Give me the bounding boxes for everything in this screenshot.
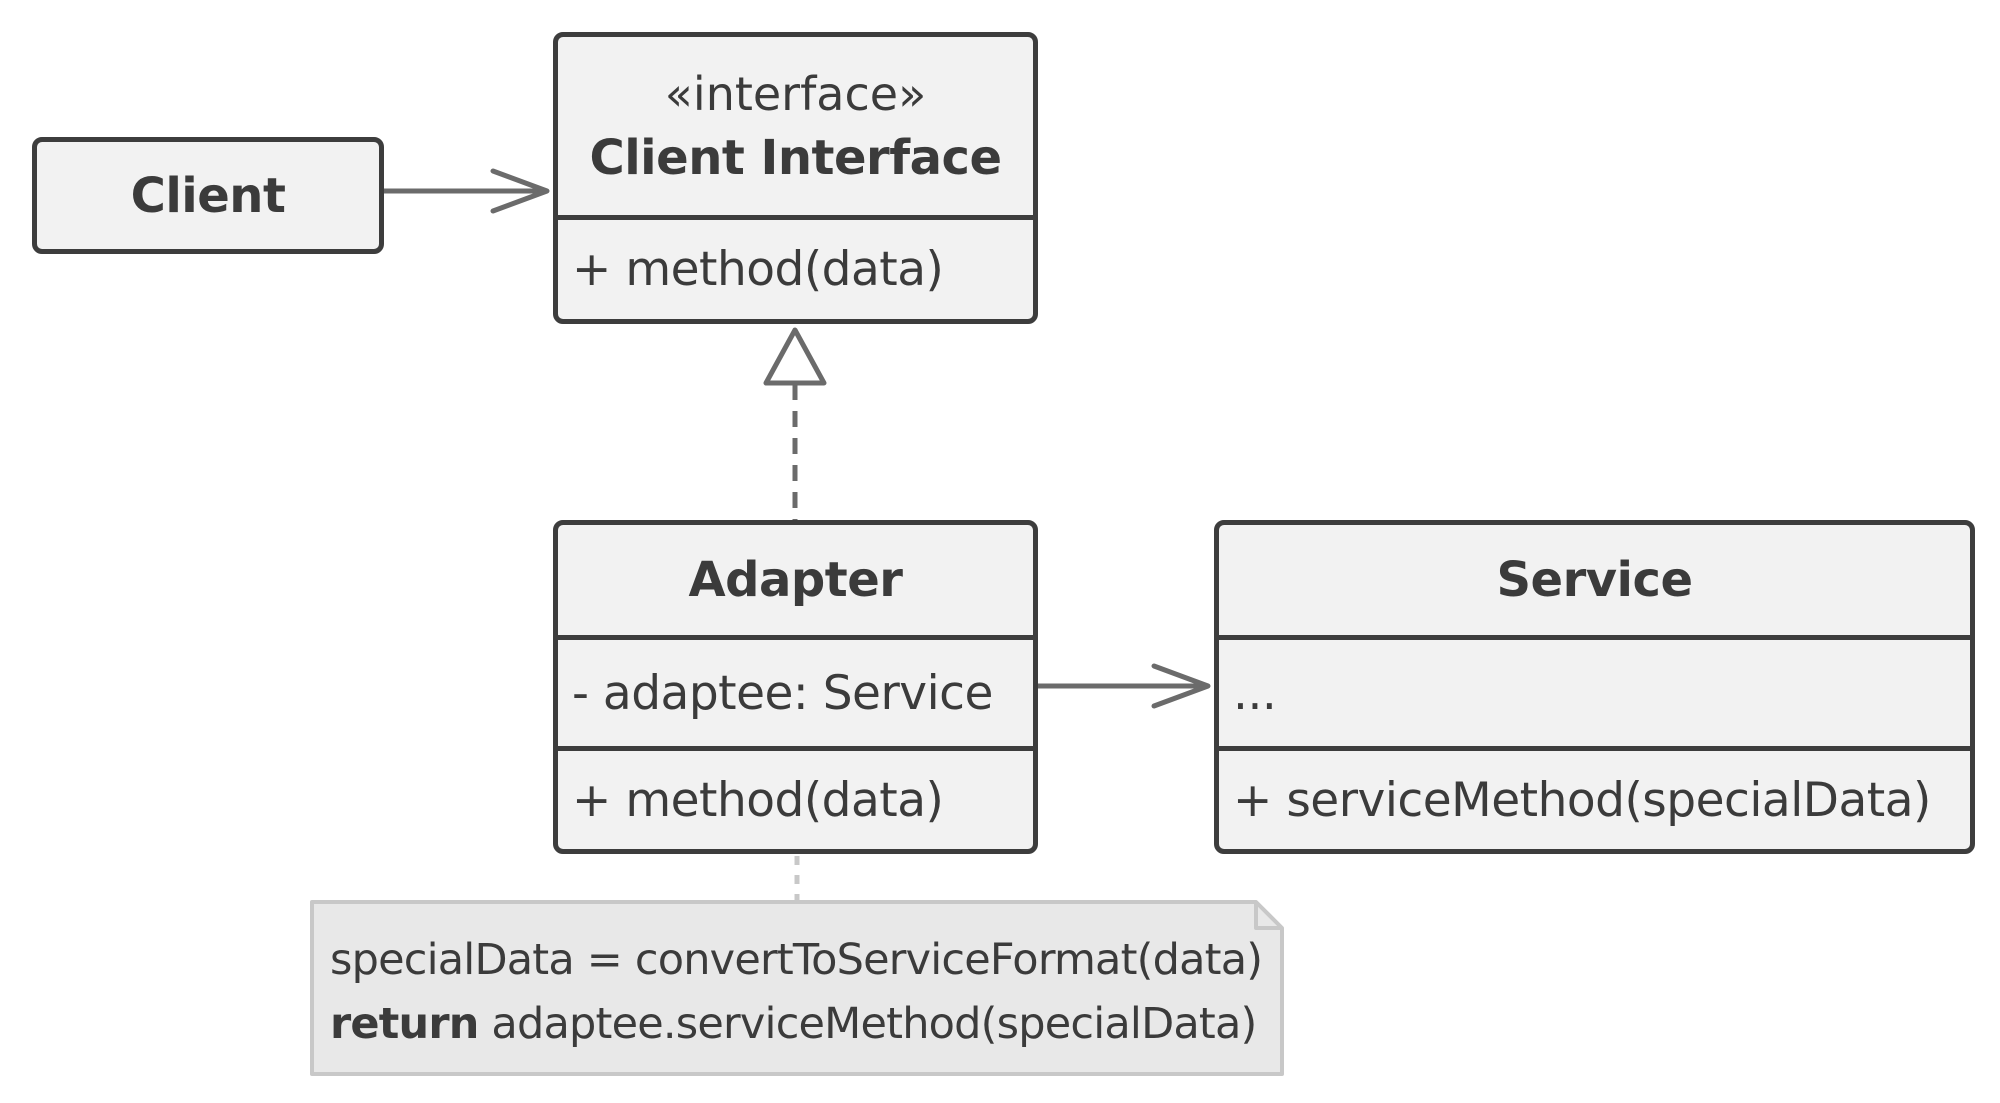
client-interface-class-box: «interface» Client Interface + method(da…: [553, 32, 1038, 324]
interface-stereotype: «interface»: [664, 67, 927, 121]
note-line-2: return adaptee.serviceMethod(specialData…: [330, 992, 1262, 1056]
service-class-name: Service: [1496, 552, 1693, 608]
note-line-1: specialData = convertToServiceFormat(dat…: [330, 935, 1263, 985]
note-return-keyword: return: [330, 999, 479, 1049]
adapter-method: + method(data): [558, 746, 1033, 849]
client-interface-method: + method(data): [558, 215, 1033, 319]
service-method: + serviceMethod(specialData): [1219, 746, 1970, 849]
client-class-name: Client: [130, 167, 286, 224]
note-shape: [310, 900, 1284, 1076]
association-adapter-to-service: [1035, 663, 1211, 709]
service-field: ...: [1219, 635, 1970, 746]
association-client-to-interface: [381, 168, 550, 214]
client-interface-name: Client Interface: [589, 130, 1003, 186]
client-class-box: Client: [32, 137, 384, 254]
adapter-class-box: Adapter - adaptee: Service + method(data…: [553, 520, 1038, 854]
realization-adapter-to-interface: [763, 327, 827, 520]
note-return-expression: adaptee.serviceMethod(specialData): [478, 999, 1257, 1049]
client-interface-header: «interface» Client Interface: [558, 37, 1033, 215]
adapter-method-note: specialData = convertToServiceFormat(dat…: [330, 928, 1263, 1056]
service-class-box: Service ... + serviceMethod(specialData): [1214, 520, 1975, 854]
adapter-class-name: Adapter: [688, 552, 903, 608]
adapter-field: - adaptee: Service: [558, 635, 1033, 746]
